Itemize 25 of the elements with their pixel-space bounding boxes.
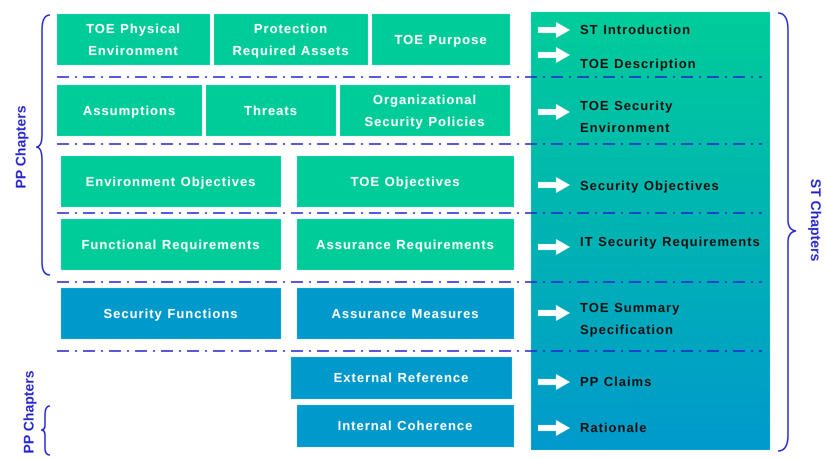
chapter-box: External Reference — [291, 357, 512, 399]
chapter-title: ST Introduction — [580, 21, 692, 39]
chapter-box: Assurance Measures — [297, 288, 514, 339]
chapter-box: Assurance Requirements — [297, 219, 514, 270]
chapter-box: Threats — [206, 85, 336, 136]
chapter-box: TOE Objectives — [297, 156, 514, 207]
chapter-box: Environment Objectives — [61, 156, 281, 207]
chapter-box: Internal Coherence — [297, 405, 514, 447]
chapter-box: TOE Physical Environment — [57, 14, 210, 65]
chapter-box: Functional Requirements — [61, 219, 281, 270]
chapter-box: Security Functions — [61, 288, 281, 339]
group-label: PP Chapters — [20, 370, 36, 454]
chapter-title: TOE Summary Specification — [580, 299, 682, 339]
group-label: ST Chapters — [808, 178, 824, 262]
chapter-title: PP Claims — [580, 373, 654, 391]
chapter-title: Security Objectives — [580, 177, 721, 195]
group-label: PP Chapters — [12, 106, 28, 188]
chapter-title: IT Security Requirements — [580, 233, 762, 251]
chapter-title: TOE Description — [580, 55, 698, 73]
chapter-box: Organizational Security Policies — [340, 85, 510, 136]
chapter-title: TOE Security Environment — [580, 97, 674, 137]
chapter-box: TOE Purpose — [372, 14, 510, 65]
chapter-box: Assumptions — [57, 85, 202, 136]
chapter-box: Protection Required Assets — [214, 14, 368, 65]
chapter-title: Rationale — [580, 419, 649, 437]
